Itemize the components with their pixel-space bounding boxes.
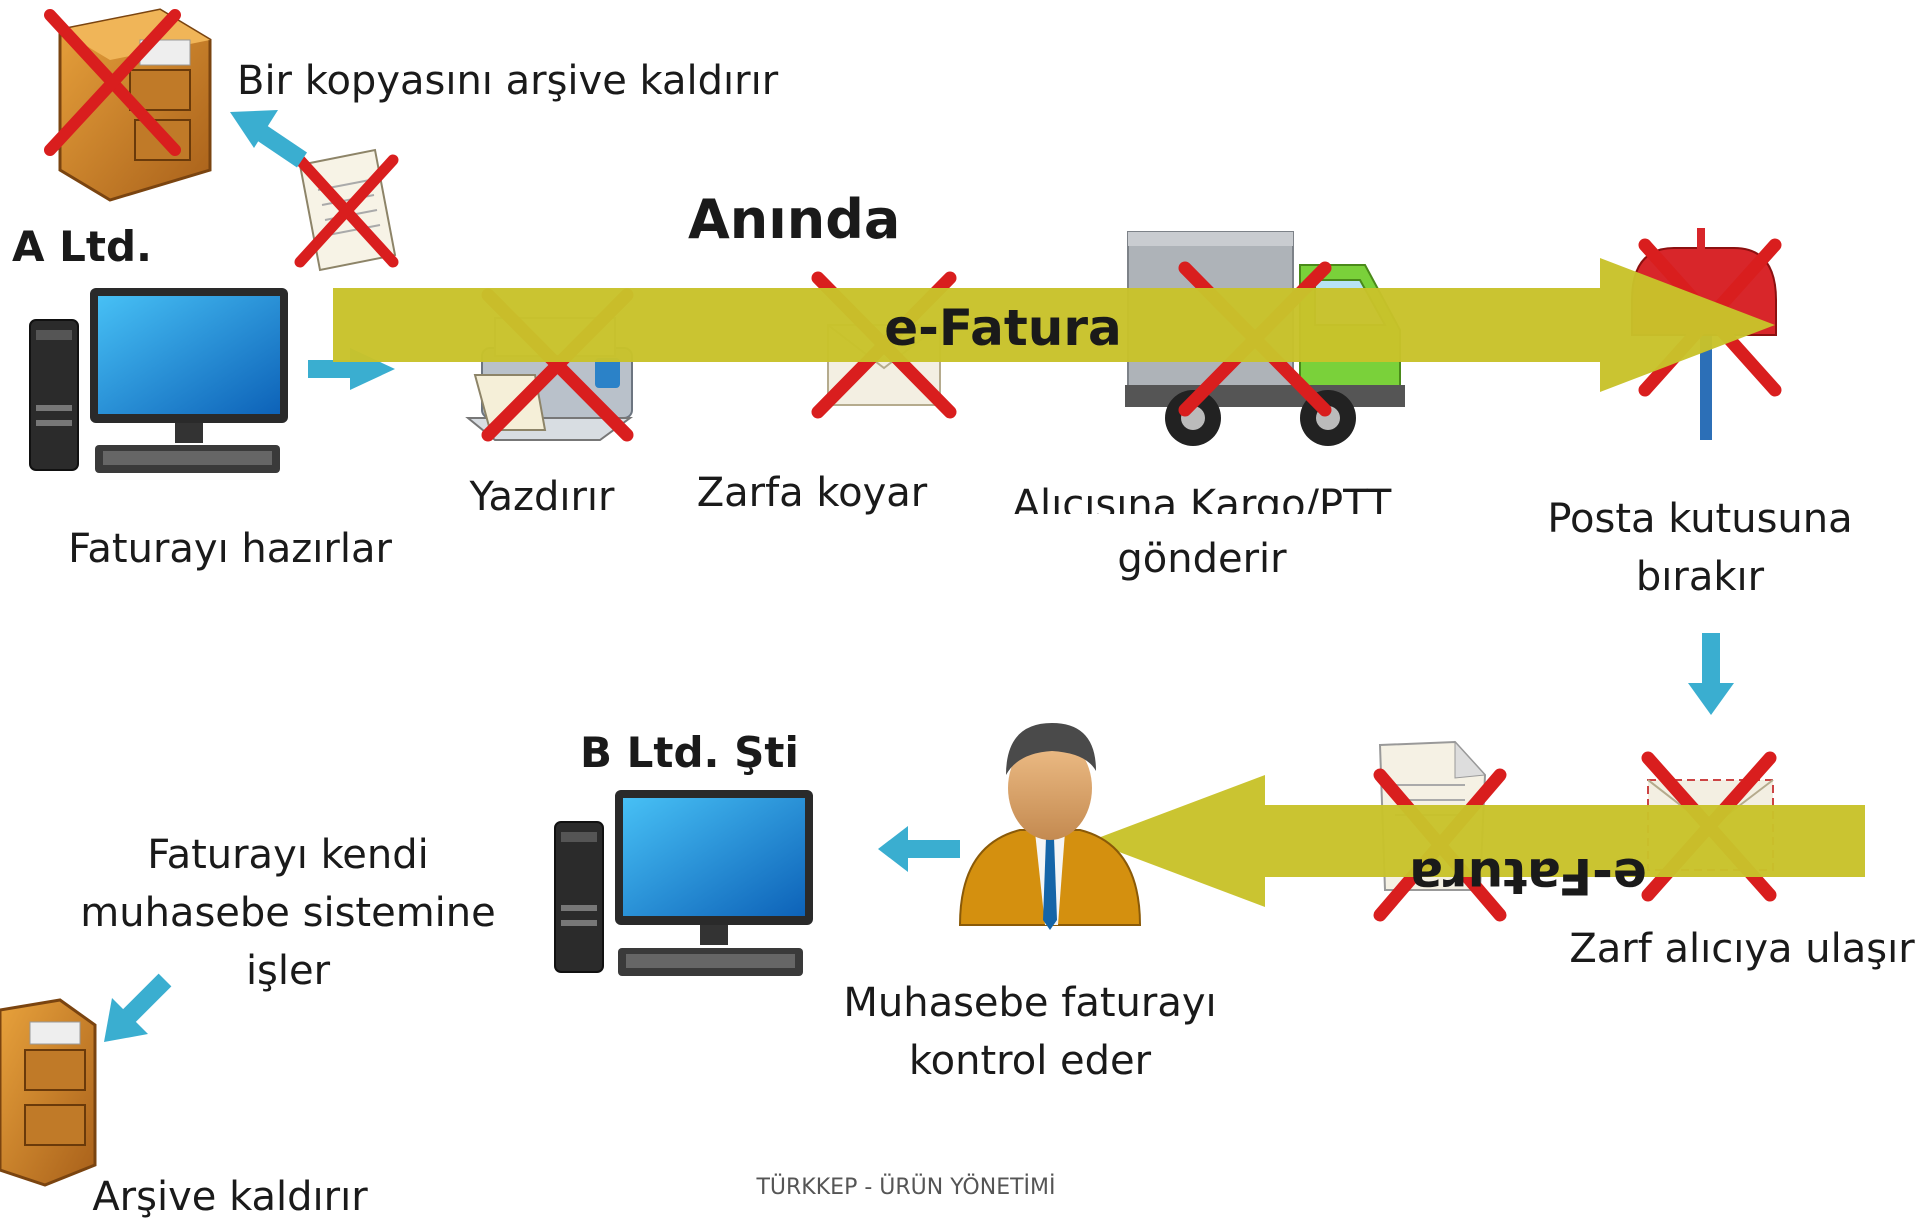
cabinet-icon <box>0 998 97 1187</box>
post-label-line3: işler <box>245 948 331 994</box>
person-icon <box>958 723 1142 930</box>
ship-label-line1: Alıcısına Kargo/PTT <box>1012 482 1392 514</box>
cross-icon <box>294 154 399 268</box>
efatura-arrow-label: e-Fatura <box>884 299 1122 357</box>
efatura-arrow-top: e-Fatura <box>333 258 1775 392</box>
prepare-label: Faturayı hazırlar <box>68 526 392 572</box>
mailbox-label-line2: bırakır <box>1635 554 1765 600</box>
check-label-line2: kontrol eder <box>908 1038 1152 1084</box>
archive-copy-label: Bir kopyasını arşive kaldırır <box>237 58 779 104</box>
computer-icon <box>554 790 813 976</box>
flow-arrow-down <box>1688 633 1734 715</box>
cross-icon <box>44 9 181 156</box>
computer-icon <box>29 288 288 473</box>
ship-label-line2: gönderir <box>1117 536 1287 582</box>
instant-label: Anında <box>688 188 901 251</box>
flow-arrow <box>878 826 960 872</box>
receiver-company-label: B Ltd. Şti <box>580 728 799 777</box>
post-label-line2: muhasebe sistemine <box>80 890 496 936</box>
check-label-line1: Muhasebe faturayı <box>843 980 1217 1026</box>
footer-text: TÜRKKEP - ÜRÜN YÖNETİMİ <box>756 1175 1056 1200</box>
archive-label: Arşive kaldırır <box>92 1174 368 1220</box>
print-label: Yazdırır <box>469 474 615 520</box>
efatura-arrow-label-flipped: e-Fatura <box>1409 847 1647 905</box>
flow-arrow-to-archive <box>230 110 308 168</box>
sender-company-label: A Ltd. <box>12 222 152 271</box>
envelope-label: Zarfa koyar <box>696 470 928 516</box>
efatura-arrow-bottom: e-Fatura <box>1090 775 1865 907</box>
flow-arrow-to-archive <box>104 973 172 1042</box>
post-label-line1: Faturayı kendi <box>147 832 429 878</box>
reaches-label: Zarf alıcıya ulaşır <box>1569 926 1915 972</box>
mailbox-label-line1: Posta kutusuna <box>1547 496 1853 542</box>
